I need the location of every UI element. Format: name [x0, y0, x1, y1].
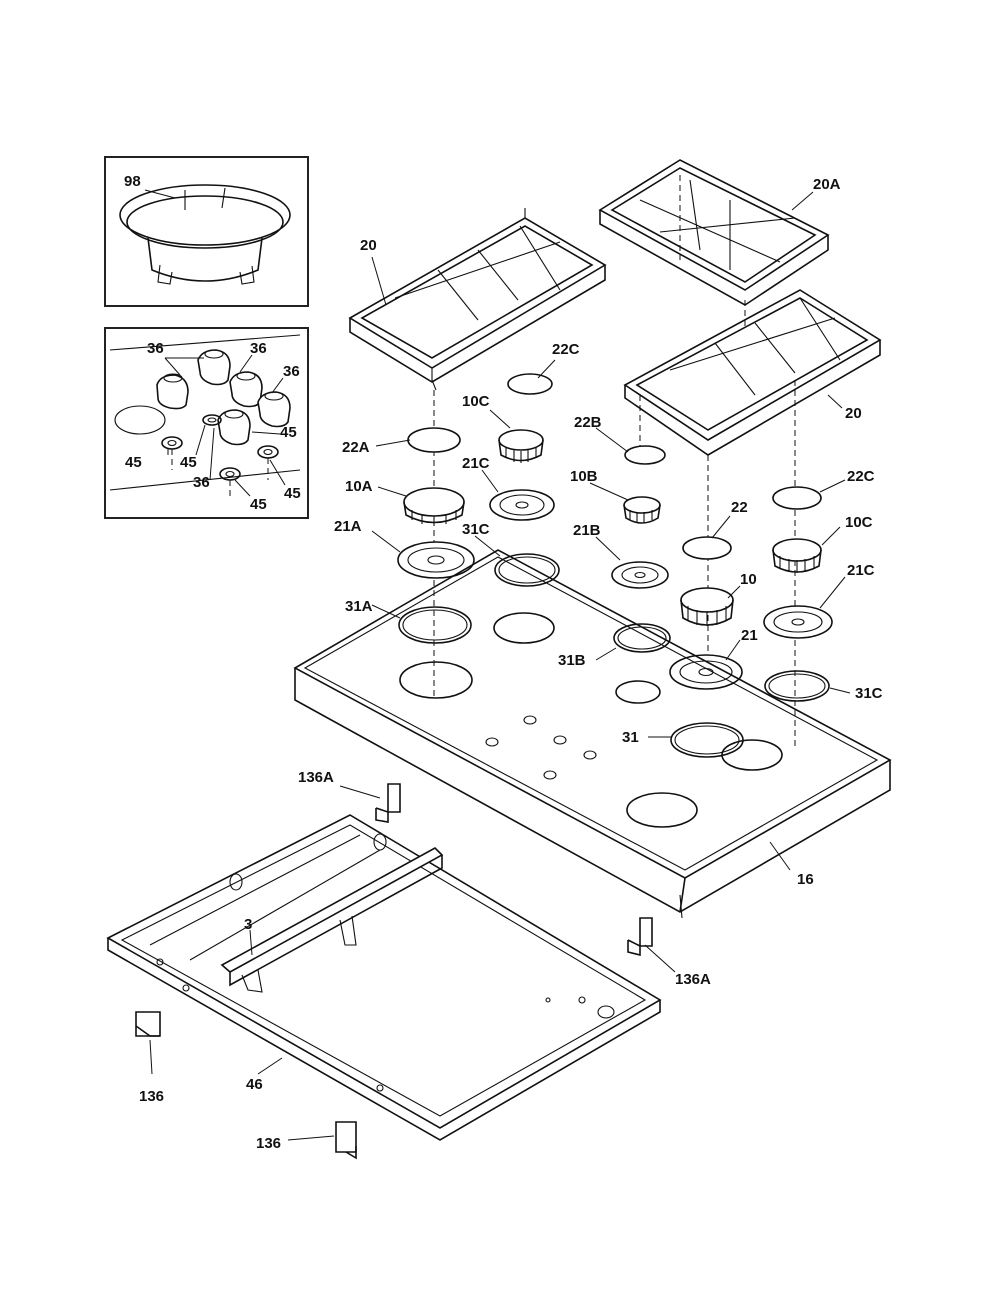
callout-20: 20	[360, 237, 377, 254]
callout-10: 10	[740, 571, 757, 588]
callout-21C: 21C	[462, 455, 490, 472]
callout-22C: 22C	[552, 341, 580, 358]
callout-45: 45	[280, 424, 297, 441]
callout-22B: 22B	[574, 414, 602, 431]
bezel-icon	[219, 467, 241, 481]
callout-21C: 21C	[847, 562, 875, 579]
callout-46: 46	[246, 1076, 263, 1093]
callout-22C: 22C	[847, 468, 875, 485]
knob-icon	[217, 409, 251, 446]
callout-136A: 136A	[675, 971, 711, 988]
burner-head-10A	[403, 487, 465, 526]
burner-base-21C-left	[489, 489, 555, 521]
callout-22A: 22A	[342, 439, 370, 456]
callout-45: 45	[125, 454, 142, 471]
bezel-icon	[257, 445, 279, 459]
callout-21: 21	[741, 627, 758, 644]
burner-base-21C-right	[763, 605, 833, 639]
grate-right-top	[598, 159, 830, 330]
callout-45: 45	[284, 485, 301, 502]
callout-98: 98	[124, 173, 141, 190]
callout-36: 36	[147, 340, 164, 357]
bracket-136A-lower	[627, 917, 653, 957]
callout-10A: 10A	[345, 478, 373, 495]
callout-45: 45	[180, 454, 197, 471]
callout-136A: 136A	[298, 769, 334, 786]
burner-head-10	[680, 587, 734, 626]
callout-31C: 31C	[855, 685, 883, 702]
callout-136: 136	[139, 1088, 164, 1105]
burner-base-21A	[397, 541, 475, 579]
callout-20A: 20A	[813, 176, 841, 193]
callout-136: 136	[256, 1135, 281, 1152]
callout-16: 16	[797, 871, 814, 888]
bezel-icon	[202, 414, 222, 426]
burner-cap-22A	[407, 427, 461, 453]
burner-cap-22C-left	[507, 373, 553, 395]
callout-3: 3	[244, 916, 252, 933]
callout-10B: 10B	[570, 468, 598, 485]
burner-cap-22C-right	[772, 486, 822, 510]
callout-31: 31	[622, 729, 639, 746]
burner-base-21B	[611, 561, 669, 589]
knob-icon	[257, 391, 291, 428]
grate-left	[348, 208, 607, 700]
callout-20: 20	[845, 405, 862, 422]
knob-icon	[229, 371, 263, 408]
burner-base-21	[669, 654, 743, 690]
callout-31A: 31A	[345, 598, 373, 615]
callout-22: 22	[731, 499, 748, 516]
leader-lines	[149, 191, 851, 1141]
callout-10C: 10C	[845, 514, 873, 531]
callout-21B: 21B	[573, 522, 601, 539]
callout-36: 36	[283, 363, 300, 380]
grate-right-lower	[623, 289, 882, 750]
burner-head-10C-left	[498, 429, 544, 463]
burner-head-10C-right	[772, 538, 822, 573]
bracket-136A-upper	[375, 783, 401, 823]
callout-31B: 31B	[558, 652, 586, 669]
callout-36: 36	[250, 340, 267, 357]
burner-box-frame-46	[106, 814, 662, 1141]
burner-head-10B	[623, 496, 661, 524]
burner-cap-22	[682, 536, 732, 560]
callout-labels: 98 36 36 36 36 45 45 45 45 45 20 20A 20 …	[124, 173, 883, 1152]
knob-icon	[197, 349, 231, 386]
cooktop-top-16	[293, 549, 892, 919]
callout-21A: 21A	[334, 518, 362, 535]
inset-control-knobs	[104, 327, 309, 519]
bezel-icon	[161, 436, 183, 450]
callout-45: 45	[250, 496, 267, 513]
callout-36: 36	[193, 474, 210, 491]
inset-burner-ring	[104, 156, 309, 307]
bracket-136-left	[135, 1011, 161, 1037]
callout-31C: 31C	[462, 521, 490, 538]
burner-cap-22B	[624, 445, 666, 465]
callout-10C: 10C	[462, 393, 490, 410]
bracket-136-bottom	[335, 1121, 357, 1160]
knob-icon	[156, 373, 189, 410]
